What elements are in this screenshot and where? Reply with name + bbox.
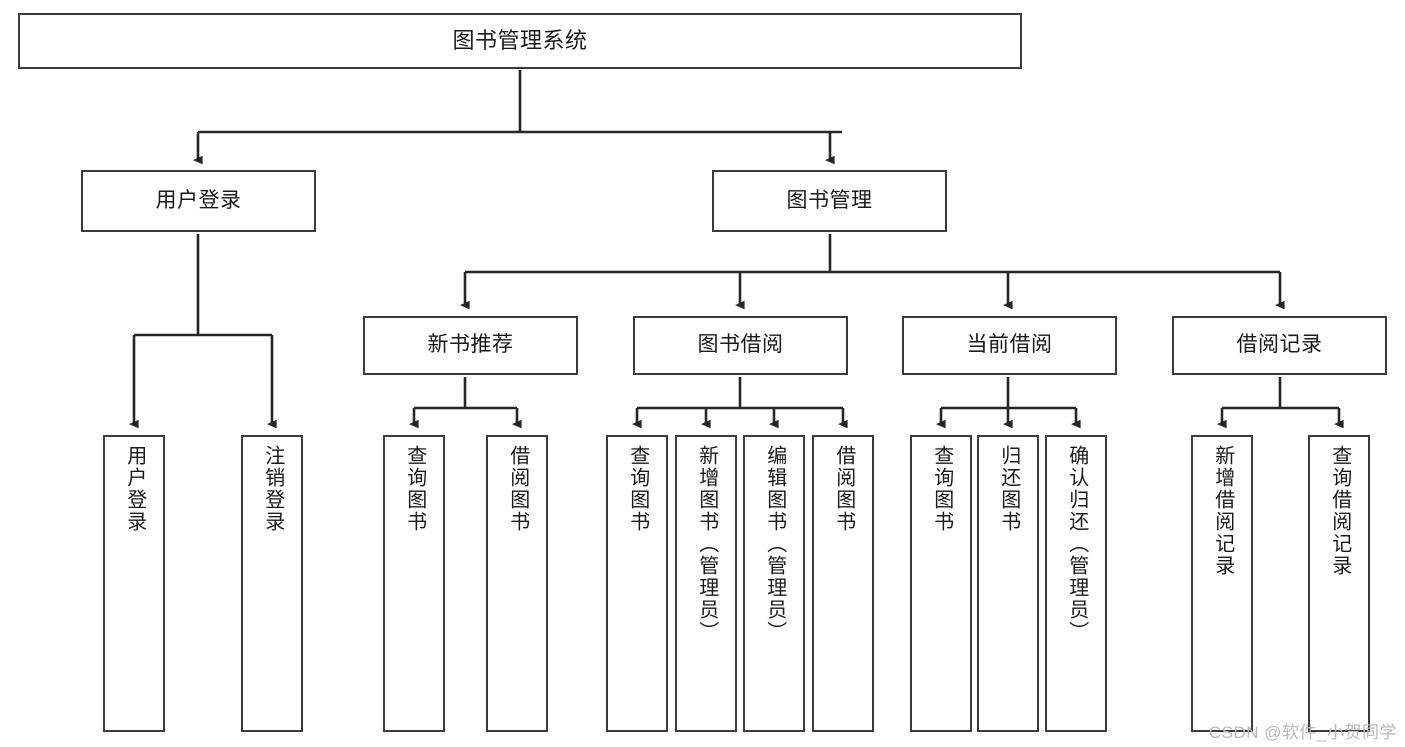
node-label: 借阅记录 <box>1236 333 1323 357</box>
node-user-login[interactable]: 用户登录 <box>81 170 316 232</box>
leaf-user-login[interactable]: 用户登录 <box>103 435 165 732</box>
leaf-query-borrow-record[interactable]: 查询借阅记录 <box>1308 435 1370 732</box>
node-label: 确认归还（管理员） <box>1065 445 1088 643</box>
node-label: 图书管理系统 <box>452 28 588 54</box>
leaf-add-book-admin[interactable]: 新增图书（管理员） <box>675 435 737 732</box>
leaf-return-book[interactable]: 归还图书 <box>977 435 1039 732</box>
leaf-add-borrow-record[interactable]: 新增借阅记录 <box>1191 435 1253 732</box>
leaf-borrow-book[interactable]: 借阅图书 <box>812 435 874 732</box>
leaf-borrow-book-recommend[interactable]: 借阅图书 <box>486 435 548 732</box>
leaf-edit-book-admin[interactable]: 编辑图书（管理员） <box>743 435 805 732</box>
node-label: 借阅图书 <box>832 445 855 533</box>
node-borrow-record[interactable]: 借阅记录 <box>1172 316 1387 375</box>
node-label: 新书推荐 <box>427 333 514 357</box>
node-new-book-recommend[interactable]: 新书推荐 <box>363 316 578 375</box>
node-label: 归还图书 <box>997 445 1020 533</box>
node-label: 注销登录 <box>261 445 284 533</box>
node-label: 借阅图书 <box>506 445 529 533</box>
watermark: CSDN @软件_小贺同学 <box>1208 723 1397 742</box>
node-label: 查询借阅记录 <box>1328 445 1351 577</box>
node-label: 查询图书 <box>403 445 426 533</box>
node-label: 用户登录 <box>155 188 242 212</box>
node-label: 图书管理 <box>786 188 873 212</box>
node-label: 图书借阅 <box>697 333 784 357</box>
node-label: 编辑图书（管理员） <box>763 445 786 643</box>
leaf-logout-login[interactable]: 注销登录 <box>241 435 303 732</box>
node-book-borrow[interactable]: 图书借阅 <box>633 316 848 375</box>
node-label: 查询图书 <box>930 445 953 533</box>
node-label: 当前借阅 <box>966 333 1053 357</box>
node-current-borrow[interactable]: 当前借阅 <box>902 316 1117 375</box>
leaf-confirm-return-admin[interactable]: 确认归还（管理员） <box>1045 435 1107 732</box>
node-root-system[interactable]: 图书管理系统 <box>18 13 1022 69</box>
leaf-query-book-current[interactable]: 查询图书 <box>910 435 972 732</box>
node-book-management[interactable]: 图书管理 <box>712 170 947 232</box>
node-label: 用户登录 <box>123 445 146 533</box>
leaf-query-book-recommend[interactable]: 查询图书 <box>383 435 445 732</box>
leaf-query-book-borrow[interactable]: 查询图书 <box>606 435 668 732</box>
node-label: 查询图书 <box>626 445 649 533</box>
node-label: 新增借阅记录 <box>1211 445 1234 577</box>
node-label: 新增图书（管理员） <box>695 445 718 643</box>
